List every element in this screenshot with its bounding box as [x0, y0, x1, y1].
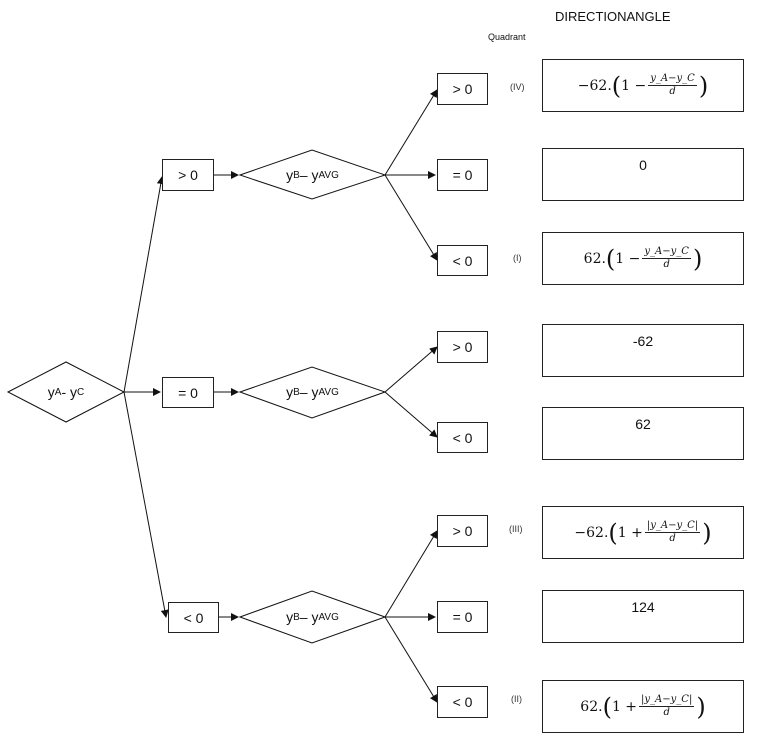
quadrant-label-iii: (III)	[509, 524, 523, 534]
fraction: |y_A−y_C|d	[639, 694, 695, 718]
result-value: 62	[635, 416, 651, 432]
result-formula: 62.(1 + |y_A−y_C|d)	[580, 692, 706, 721]
edge-d3-gt	[384, 530, 438, 618]
edge-d3-lt	[384, 616, 438, 703]
result-value-box: 0	[542, 148, 744, 201]
root-diamond	[6, 361, 126, 423]
condition-box-gt: > 0	[162, 159, 214, 191]
direction-angle-header: DIRECTIONANGLE	[555, 9, 671, 24]
condition-box-lt: < 0	[168, 602, 219, 633]
quadrant-label-iv: (IV)	[510, 82, 525, 92]
result-value-box: -62	[542, 324, 744, 377]
decision-diamond-3	[238, 590, 387, 644]
quadrant-header: Quadrant	[488, 32, 526, 42]
decision-diamond-2	[238, 366, 387, 419]
branch-box: < 0	[437, 422, 488, 453]
edge-root-to-lt	[123, 391, 169, 618]
branch-box: > 0	[437, 515, 488, 547]
result-value: -62	[632, 333, 654, 349]
branch-box: < 0	[437, 686, 488, 718]
quadrant-label-ii: (II)	[511, 694, 522, 704]
result-formula: −62.(1 + |y_A−y_C|d)	[574, 518, 712, 547]
edge-d2-gt	[384, 346, 438, 393]
condition-box-eq: = 0	[162, 377, 214, 408]
branch-box: < 0	[437, 245, 488, 276]
branch-box: > 0	[437, 331, 488, 363]
result-value-box: 124	[542, 590, 744, 643]
branch-box: > 0	[437, 73, 488, 105]
decision-diamond-1	[238, 149, 387, 200]
edge-d1-lt	[384, 174, 438, 261]
result-value-box: 62	[542, 407, 744, 460]
edge-d2-lt	[384, 391, 438, 438]
result-formula-box: −62.(1 + |y_A−y_C|d)	[542, 506, 744, 559]
fraction: |y_A−y_C|d	[644, 520, 701, 544]
branch-box: = 0	[437, 601, 488, 633]
edge-d1-gt	[384, 89, 438, 176]
result-value: 124	[631, 599, 655, 615]
quadrant-label-i: (I)	[513, 253, 522, 263]
result-value: 0	[639, 157, 647, 173]
edge-root-to-gt	[123, 176, 165, 393]
branch-box: = 0	[437, 159, 488, 191]
result-formula-box: 62.(1 + |y_A−y_C|d)	[542, 680, 744, 733]
